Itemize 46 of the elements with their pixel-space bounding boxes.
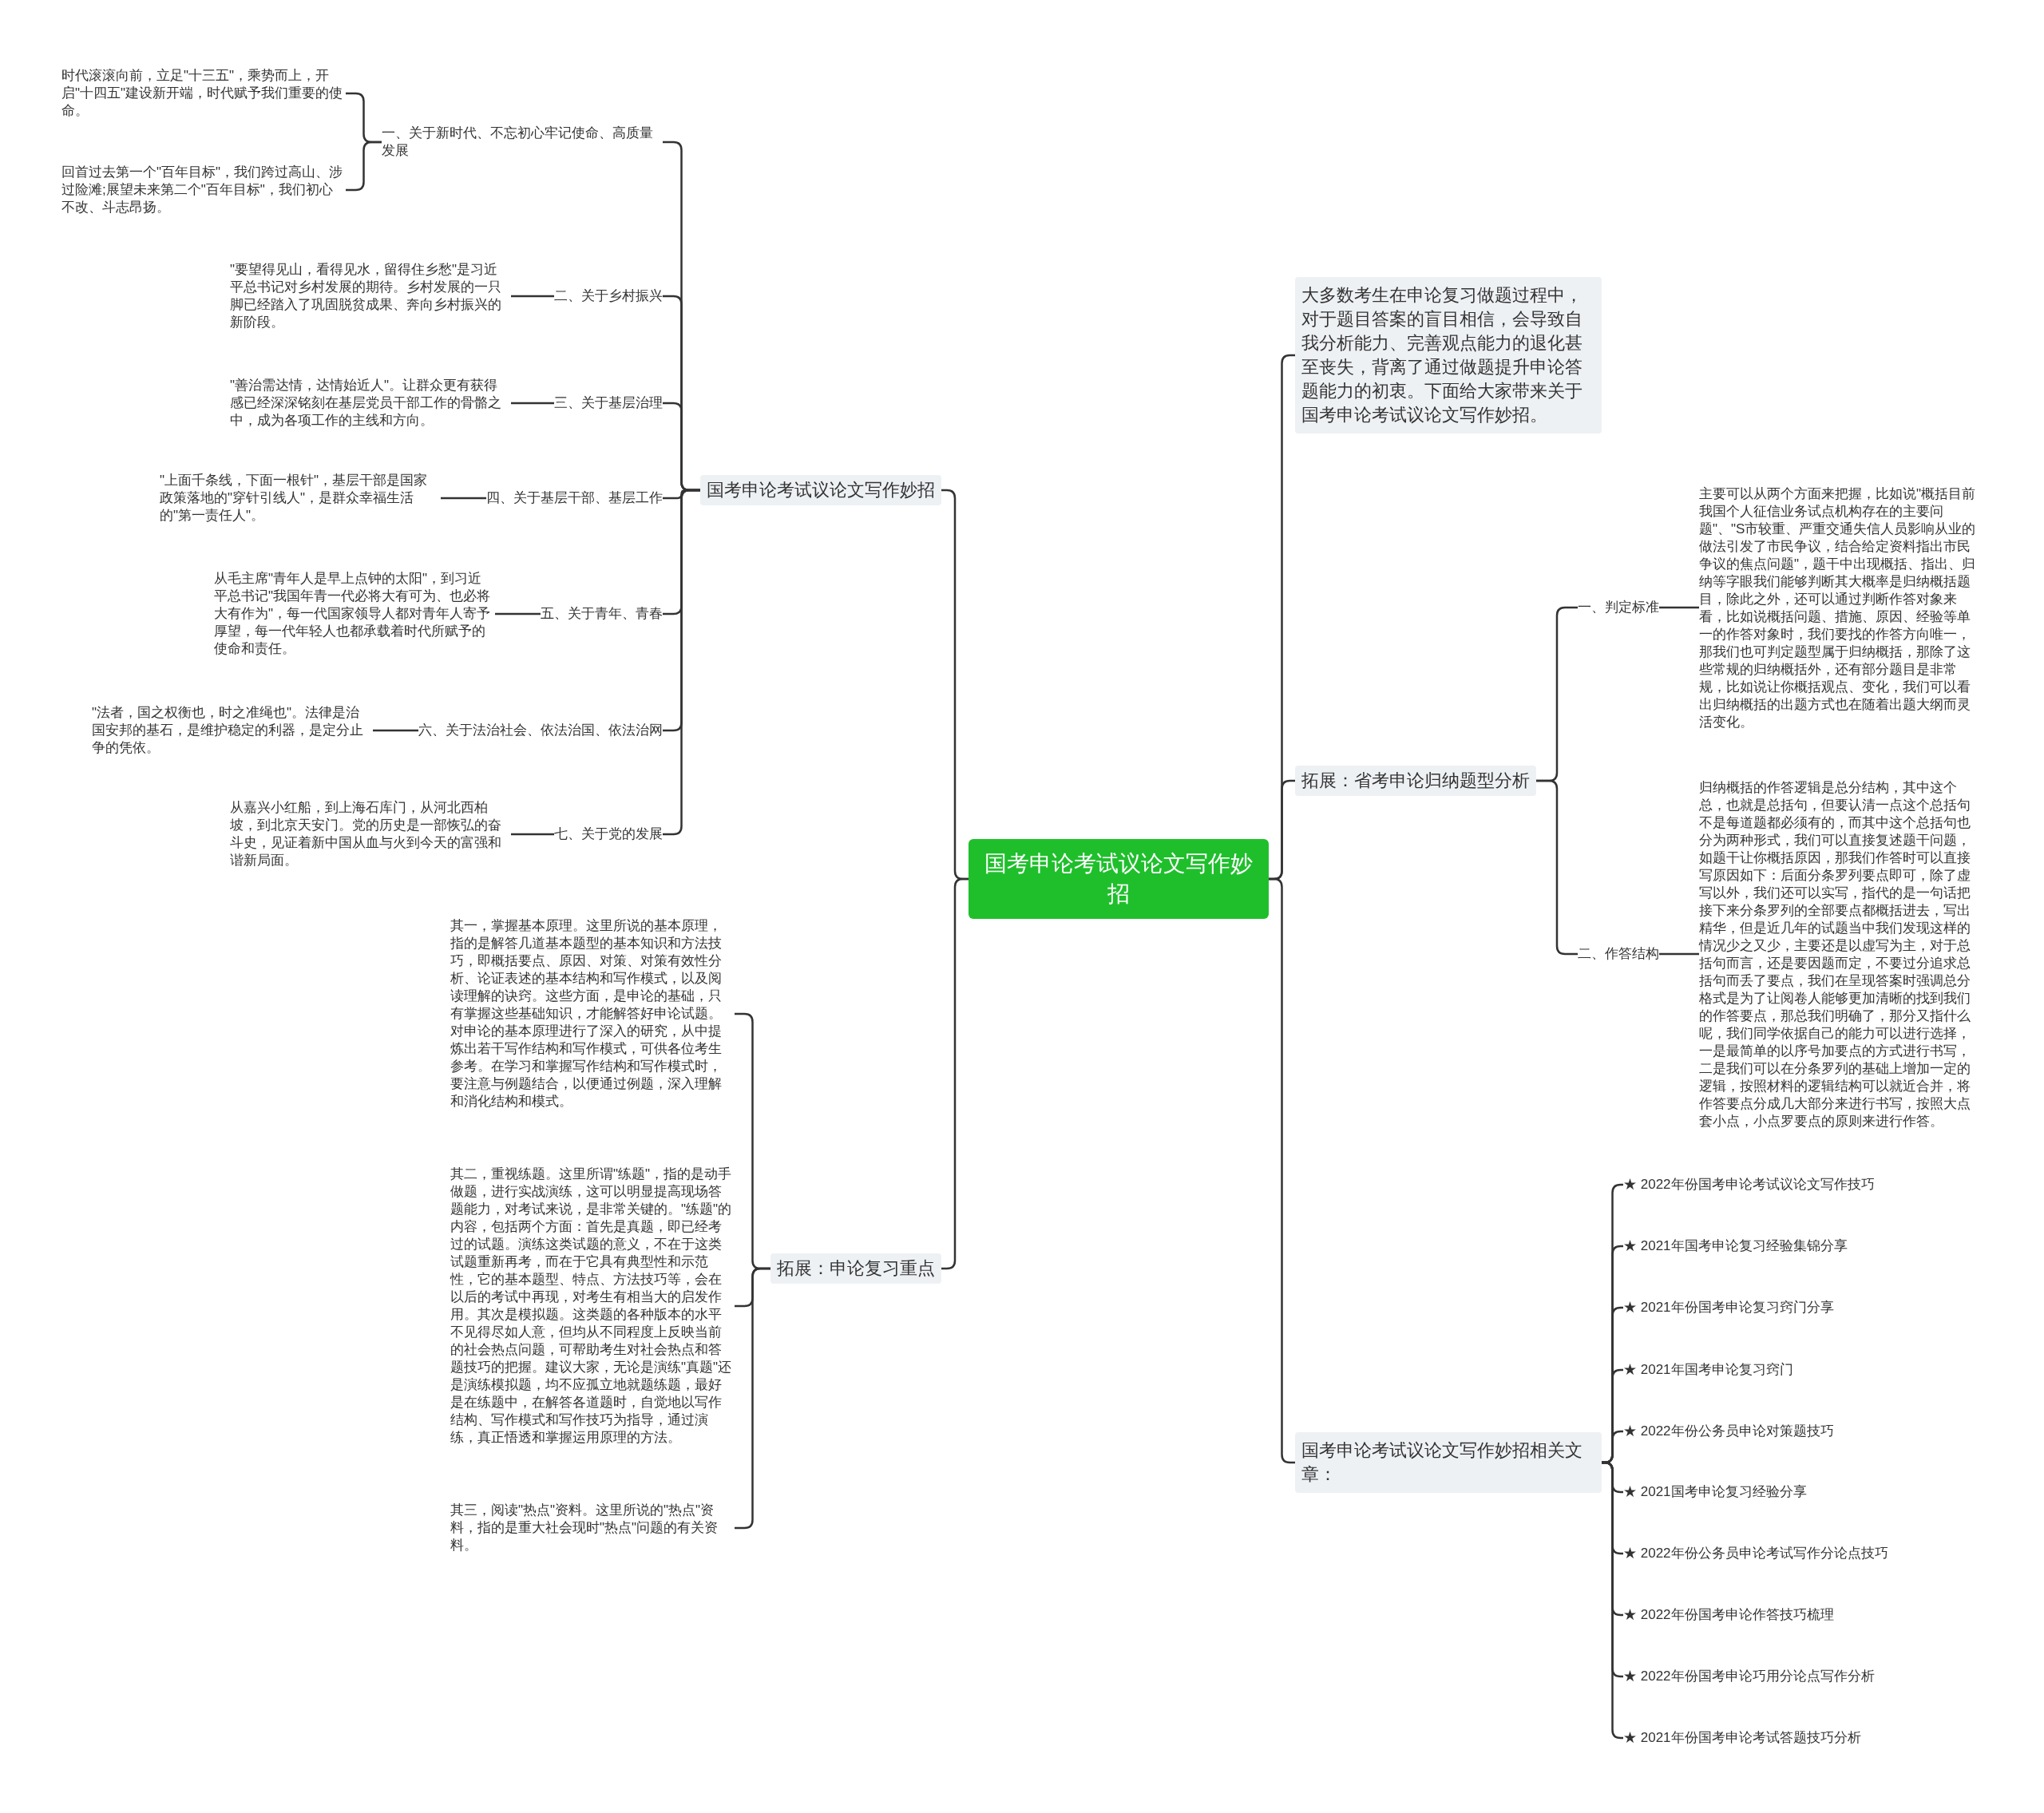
subtopic: 二、关于乡村振兴 xyxy=(554,287,663,305)
connector-line xyxy=(511,833,554,836)
note-text: 主要可以从两个方面来把握，比如说"概括目前我国个人征信业务试点机构存在的主要问题"、"S市较重、严重交通失信人员影响从业的做法引发了市民争议，结合给定资料指出市民争议的焦点问题"，题干中出现概括、指出、归纳等字眼我们能够判断其大概率是归纳概括题目，除此之外，还可以通过判断作答对象来看，比如说概括问题、措施、原因、经验等单一的作答对象时，我们要找的作答方向唯一，那我们也可判定题型属于归纳概括，那除了这些常规的归纳概括外，还有部分题目是非常规，比如说让你概括观点、变化，我们可以看出归纳概括的出题方式也在随着出题大纲而灵活变化。 xyxy=(1699,485,1983,731)
subtopic: 三、关于基层治理 xyxy=(554,394,663,412)
subtopic: 一、判定标准 xyxy=(1578,599,1659,616)
note-text: "要望得见山，看得见水，留得住乡愁"是习近平总书记对乡村发展的期待。乡村发展的一只脚已经踏入了巩固脱贫成果、奔向乡村振兴的新阶段。 xyxy=(230,261,511,331)
note-text: 时代滚滚向前，立足"十三五"，乘势而上，开启"十四五"建设新开端，时代赋予我们重要的使命。 xyxy=(61,67,346,120)
article-item: ★ 2021年份国考申论复习窍门分享 xyxy=(1623,1299,1834,1316)
note-text: 其三，阅读"热点"资料。这里所说的"热点"资料，指的是重大社会现时"热点"问题的有关资料。 xyxy=(450,1502,735,1554)
note-text: 其一，掌握基本原理。这里所说的基本原理，指的是解答几道基本题型的基本知识和方法技巧，即概括要点、原因、对策、对策有效性分析、论证表述的基本结构和写作模式，以及阅读理解的诀窍。这些方面，是申论的基础，只有掌握这些基础知识，才能解答好申论试题。对申论的基本原理进行了深入的研究，从中提炼出若干写作结构和写作模式，可供各位考生参考。在学习和掌握写作结构和写作模式时，要注意与例题结合，以便通过例题，深入理解和消化结构和模式。 xyxy=(450,917,735,1110)
note-text: 归纳概括的作答逻辑是总分结构，其中这个总，也就是总括句，但要认清一点这个总括句不是每道题都必须有的，而其中这个总括句也分为两种形式，我们可以直接复述题干问题，如题干让你概括原因，那我们作答时可以直接写原因如下：后面分条罗列要点即可，除了虚写以外，我们还可以实写，指代的是一句话把接下来分条罗列的全部要点都概括进去，写出精华，但是近几年的试题当中我们发现这样的情况少之又少，主要还是以虚写为主，对于总括句而言，还是要因题而定，不要过分追求总括句而丢了要点，我们在呈现答案时强调总分格式是为了让阅卷人能够更加清晰的找到我们的作答要点，那总我们明确了，那分又指什么呢，我们同学依据自己的能力可以进行选择，一是最简单的以序号加要点的方式进行书写，二是我们可以在分条罗列的基础上增加一定的逻辑，按照材料的逻辑结构可以就近合并，将作答要点分成几大部分来进行书写，按照大点套小点，小点罗要点的原则来进行作答。 xyxy=(1699,779,1983,1130)
branch-topic: 拓展：申论复习重点 xyxy=(770,1253,941,1284)
note-text: 其二，重视练题。这里所谓"练题"，指的是动手做题，进行实战演练，这可以明显提高现场答题能力，对考试来说，是非常关键的。"练题"的内容，包括两个方面：首先是真题，即已经考过的试题。演练这类试题的意义，不在于这类试题重新再考，而在于它具有典型性和示范性，它的基本题型、特点、方法技巧等，会在以后的考试中再现，对考生有相当大的启发作用。其次是模拟题。这类题的各种版本的水平不见得尽如人意，但均从不同程度上反映当前的社会热点问题，可帮助考生对社会热点和答题技巧的把握。建议大家，无论是演练"真题"还是演练模拟题，均不应孤立地就题练题，最好是在练题中，在解答各道题时，自觉地以写作结构、写作模式和写作技巧为指导，通过演练，真正悟透和掌握运用原理的方法。 xyxy=(450,1166,735,1447)
note-text: "上面千条线，下面一根针"，基层干部是国家政策落地的"穿针引线人"，是群众幸福生活的"第一责任人"。 xyxy=(160,472,441,525)
connector-line xyxy=(1659,606,1699,609)
article-item: ★ 2021年国考申论复习经验集锦分享 xyxy=(1623,1237,1848,1255)
connector-line xyxy=(373,729,418,732)
branch-topic: 国考申论考试议论文写作妙招相关文章： xyxy=(1295,1432,1602,1493)
connector-line xyxy=(495,612,541,616)
subtopic: 一、关于新时代、不忘初心牢记使命、高质量发展 xyxy=(382,125,663,160)
subtopic: 四、关于基层干部、基层工作 xyxy=(486,489,663,507)
subtopic: 二、作答结构 xyxy=(1578,945,1659,963)
branch-topic: 大多数考生在申论复习做题过程中，对于题目答案的盲目相信，会导致自我分析能力、完善观点能力的退化甚至丧失，背离了通过做题提升申论答题能力的初衷。下面给大家带来关于国考申论考试议论文写作妙招。 xyxy=(1295,277,1602,433)
branch-topic: 国考申论考试议论文写作妙招 xyxy=(700,475,941,505)
note-text: 回首过去第一个"百年目标"，我们跨过高山、涉过险滩;展望未来第二个"百年目标"，我们初心不改、斗志昂扬。 xyxy=(61,164,346,216)
article-item: ★ 2021年国考申论复习窍门 xyxy=(1623,1361,1793,1379)
note-text: 从毛主席"青年人是早上点钟的太阳"，到习近平总书记"我国年青一代必将大有可为、也必将大有作为"，每一代国家领导人都对青年人寄予厚望，每一代年轻人也都承载着时代所赋予的使命和责任。 xyxy=(214,570,495,658)
subtopic: 七、关于党的发展 xyxy=(554,825,663,843)
article-item: ★ 2022年份公务员申论对策题技巧 xyxy=(1623,1423,1834,1440)
article-item: ★ 2021国考申论复习经验分享 xyxy=(1623,1483,1807,1501)
connector-line xyxy=(511,402,554,405)
connector-line xyxy=(1659,952,1699,956)
connector-line xyxy=(441,497,486,500)
subtopic: 六、关于法治社会、依法治国、依法治网 xyxy=(418,722,663,739)
article-item: ★ 2021年份国考申论考试答题技巧分析 xyxy=(1623,1729,1861,1747)
subtopic: 五、关于青年、青春 xyxy=(541,605,663,623)
connector-line xyxy=(511,295,554,298)
article-item: ★ 2022年份国考申论考试议论文写作技巧 xyxy=(1623,1176,1875,1193)
branch-topic: 拓展：省考申论归纳题型分析 xyxy=(1295,766,1536,796)
note-text: "法者，国之权衡也，时之准绳也"。法律是治国安邦的基石，是维护稳定的利器，是定分止争的凭依。 xyxy=(92,704,373,757)
central-topic: 国考申论考试议论文写作妙招 xyxy=(969,839,1269,919)
article-item: ★ 2022年份国考申论作答技巧梳理 xyxy=(1623,1606,1834,1624)
article-item: ★ 2022年份公务员申论考试写作分论点技巧 xyxy=(1623,1545,1888,1562)
note-text: 从嘉兴小红船，到上海石库门，从河北西柏坡，到北京天安门。党的历史是一部恢弘的奋斗史，见证着新中国从血与火到今天的富强和谐新局面。 xyxy=(230,799,511,869)
article-item: ★ 2022年份国考申论巧用分论点写作分析 xyxy=(1623,1668,1875,1685)
note-text: "善治需达情，达情始近人"。让群众更有获得感已经深深铭刻在基层党员干部工作的骨骼之中，成为各项工作的主线和方向。 xyxy=(230,377,511,429)
